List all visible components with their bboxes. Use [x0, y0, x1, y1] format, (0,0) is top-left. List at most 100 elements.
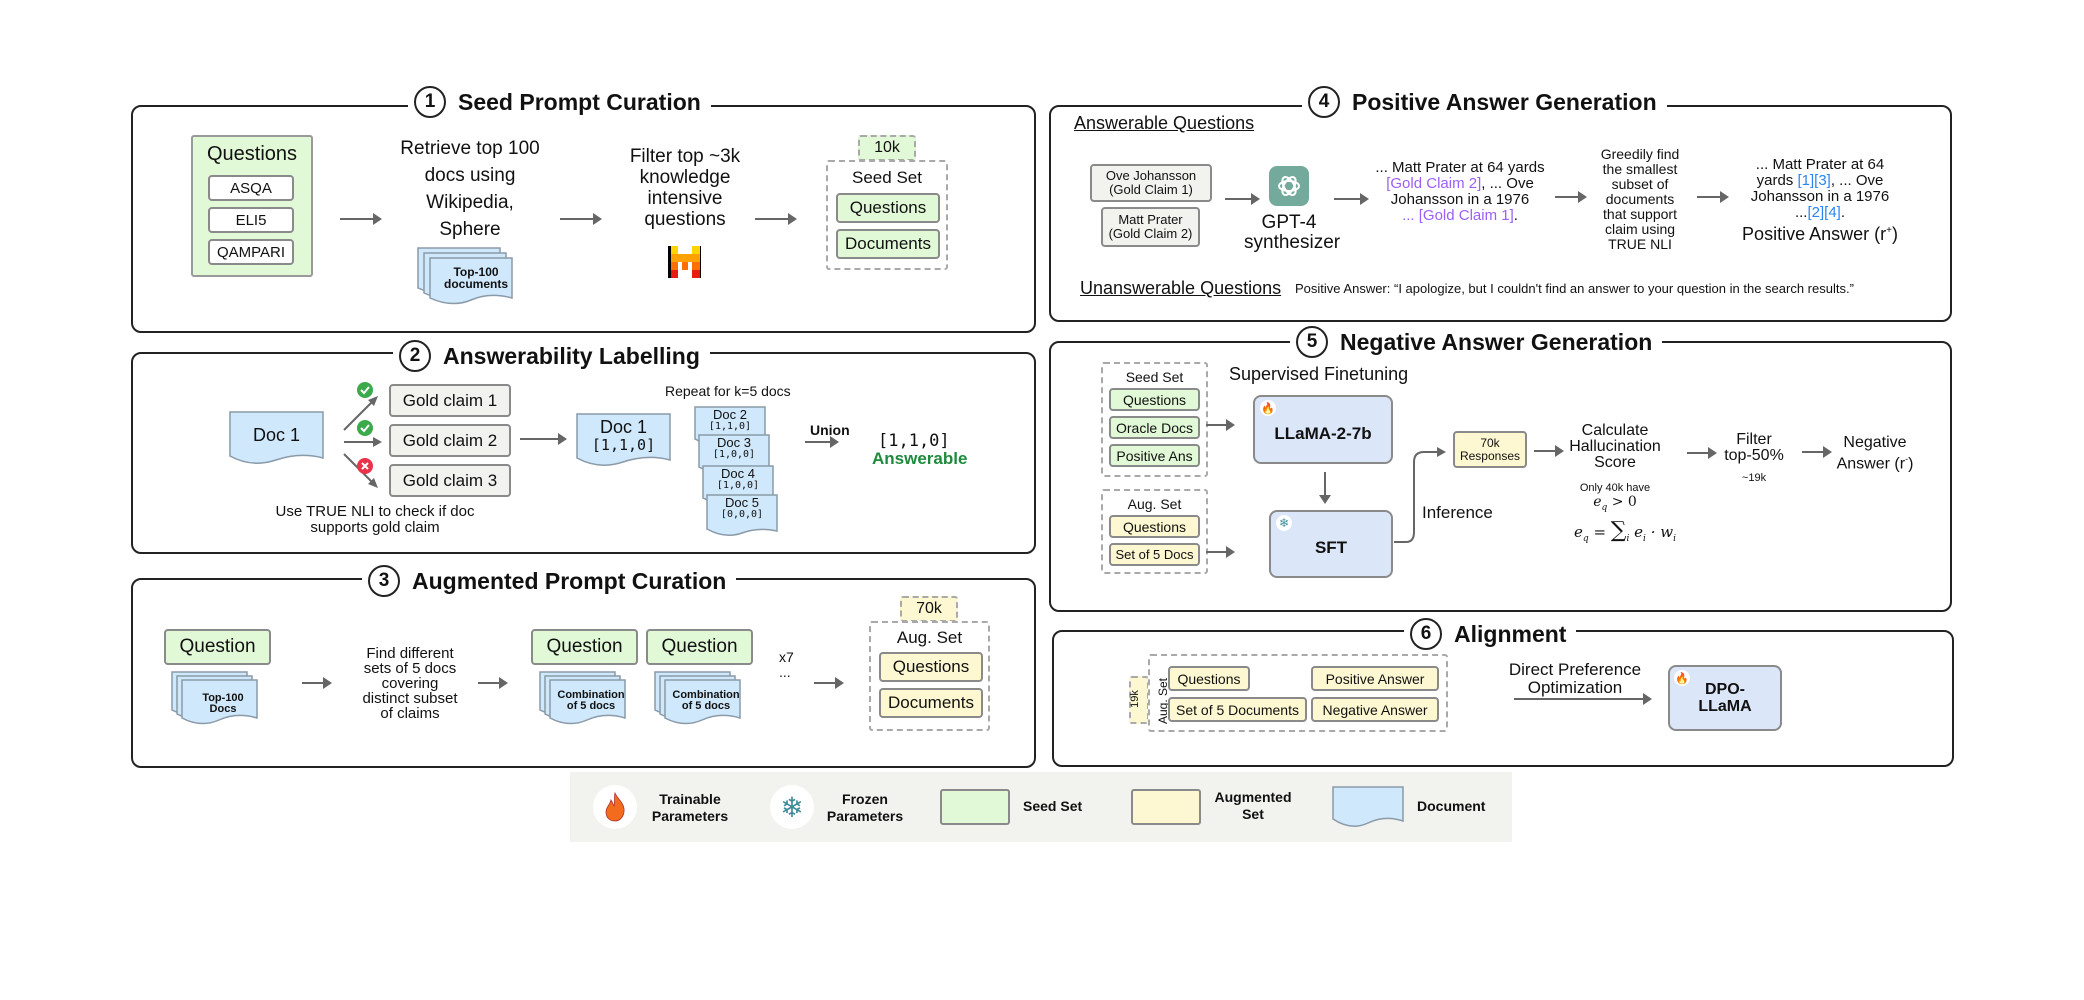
questions-label: Questions	[206, 143, 298, 165]
arrow	[560, 213, 602, 225]
ellipsis: ...	[779, 664, 791, 680]
condition-formula: eq > 0	[1593, 494, 1637, 513]
combination-docs-icon	[539, 671, 626, 725]
dpo-positive-answer: Positive Answer	[1311, 666, 1439, 691]
seed-oracle-docs: Oracle Docs	[1109, 416, 1200, 439]
seed-set-title: Seed Set	[852, 168, 922, 187]
arrow	[1206, 419, 1235, 431]
flame-icon: 🔥	[1260, 400, 1276, 416]
question-box: Question	[164, 629, 271, 665]
alignment-count: 19k	[1128, 690, 1141, 708]
doc-1-document-icon	[229, 411, 324, 464]
panel-6-title: 6 Alignment	[1404, 618, 1577, 650]
aug-set-of-5-docs: Set of 5 Docs	[1109, 543, 1200, 566]
panel-2-title: 2 Answerability Labelling	[393, 340, 710, 372]
arrow	[520, 433, 567, 445]
doc-4: Doc 4[1,0,0]	[716, 466, 760, 491]
dpo-questions: Questions	[1168, 666, 1250, 691]
unanswerable-questions-heading: Unanswerable Questions	[1080, 278, 1282, 298]
draft-answer-text: ... Matt Prater at 64 yards [Gold Claim …	[1375, 159, 1545, 224]
title-text: Seed Prompt Curation	[458, 88, 701, 115]
check-icon	[357, 382, 373, 398]
arrow	[1802, 446, 1832, 458]
arrow	[1225, 193, 1260, 205]
gold-claim-2: Gold claim 2	[389, 424, 511, 457]
arrow	[1555, 191, 1587, 203]
flame-icon: 🔥	[1674, 670, 1690, 686]
claim-matt-prater: Matt Prater(Gold Claim 2)	[1101, 207, 1200, 247]
dataset-qampari: QAMPARI	[208, 239, 294, 265]
aug-set-questions: Questions	[879, 652, 983, 682]
snowflake-icon: ❄	[1276, 515, 1292, 531]
aug-questions: Questions	[1109, 515, 1200, 538]
dpo-set-of-5-documents: Set of 5 Documents	[1168, 697, 1307, 722]
title-text: Negative Answer Generation	[1340, 328, 1653, 355]
panel-4-title: 4 Positive Answer Generation	[1302, 86, 1667, 118]
cross-icon	[357, 458, 373, 474]
repeat-note: Repeat for k=5 docs	[665, 383, 791, 399]
document-stack-icon	[417, 247, 513, 305]
arrow	[1687, 447, 1717, 459]
check-icon	[357, 420, 373, 436]
aug-set-title: Aug. Set	[1127, 496, 1182, 512]
union-label: Union	[810, 422, 850, 438]
seed-positive-ans: Positive Ans	[1109, 444, 1200, 467]
filter-count: ~19k	[1741, 472, 1767, 484]
final-answer-text: ... Matt Prater at 64 yards [1][3], ... …	[1750, 156, 1890, 221]
unanswerable-positive-answer: Positive Answer: “I apologize, but I cou…	[1295, 281, 1854, 296]
hallucination-formula: eq = ∑i ei · wi	[1574, 518, 1676, 544]
arrow	[1514, 693, 1652, 705]
union-vector: [1,1,0]	[878, 431, 950, 451]
seed-set-group: Seed Set	[1101, 362, 1208, 477]
title-text: Answerability Labelling	[443, 342, 700, 369]
supervised-finetuning-label: Supervised Finetuning	[1229, 364, 1409, 384]
step-number: 3	[368, 565, 400, 597]
legend-document-label: Document	[1417, 798, 1486, 814]
doc-2: Doc 2[1,1,0]	[708, 407, 752, 432]
aug-set-count-tab: 70k	[900, 596, 958, 622]
seed-set-documents: Documents	[836, 229, 940, 259]
step-number: 5	[1296, 326, 1328, 358]
seed-set-questions: Questions	[836, 193, 940, 223]
seed-set-count-tab: 10k	[858, 135, 916, 161]
doc-3: Doc 3[1,0,0]	[712, 435, 756, 460]
augmented-set-swatch	[1131, 789, 1201, 825]
answerable-result: Answerable	[872, 449, 968, 468]
doc-5: Doc 5[0,0,0]	[720, 495, 764, 520]
step-number: 1	[414, 86, 446, 118]
arrow-down	[1319, 472, 1331, 504]
aug-set-group: Aug. Set	[1101, 489, 1208, 574]
inference-arrow	[1394, 447, 1446, 543]
seed-set-title: Seed Set	[1125, 369, 1184, 385]
mistral-logo-icon	[668, 246, 701, 278]
arrow	[1206, 546, 1235, 558]
arrow	[302, 677, 332, 689]
aug-set-title: Aug. Set	[896, 628, 963, 647]
union-arrow	[805, 436, 839, 448]
doc-5-icon	[706, 494, 778, 536]
arrow	[814, 677, 844, 689]
doc-1-labelled-document-icon	[576, 413, 671, 466]
arrow	[755, 213, 797, 225]
panel-5-title: 5 Negative Answer Generation	[1290, 326, 1663, 358]
aug-set-documents: Documents	[879, 688, 983, 718]
title-text: Alignment	[1454, 620, 1567, 647]
llama-2-7b-model: LLaMA-2-7b	[1253, 395, 1393, 464]
snowflake-icon: ❄	[770, 785, 814, 829]
